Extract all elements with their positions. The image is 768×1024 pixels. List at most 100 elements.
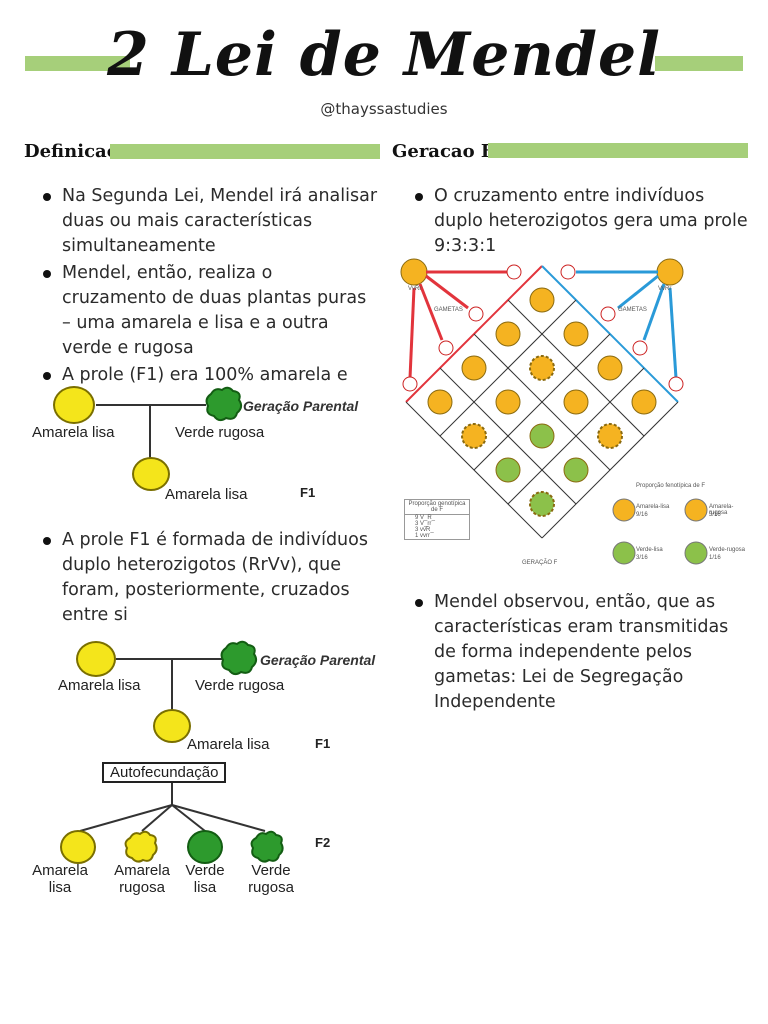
punnett-pea-icon [461,355,487,381]
offspring-line1: Amarela [114,862,170,879]
punnett-diamond-diagram: GAMETAS GAMETAS VvRr VvRr GERAÇÃO F Prop… [396,252,748,574]
punnett-pea-icon [597,355,623,381]
yellow-smooth-pea [76,641,116,677]
parent-label-right: Verde rugosa [175,424,265,441]
offspring-green-wrinkled-pea [250,830,284,863]
self-fertilization-box: Autofecundação [102,762,227,783]
offspring-label-3: Verde lisa [178,862,232,896]
phenotype-ratio: 9/16 [636,512,648,518]
f2-label: F2 [315,835,331,850]
phenotype-ratio: 3/16 [636,555,648,561]
phenotype-header: Proporção fenotípica de F [636,483,706,489]
title-bar-right [655,56,743,71]
bullet-item: Mendel observou, então, que as caracterí… [410,590,755,715]
phenotype-ratio: 1/16 [709,555,721,561]
conclusion-bullets: Mendel observou, então, que as caracterí… [410,590,755,717]
phenotype-name: Amarela-lisa [636,504,670,510]
gamete-circle [468,306,484,322]
bullet-item: O cruzamento entre indivíduos duplo hete… [410,184,750,259]
punnett-pea-icon [597,423,623,449]
parent-genotype-left: VvRr [408,286,422,292]
phenotype-name: Verde-lisa [636,547,663,553]
cross-diagram-f1: Geração Parental Amarela lisa Verde rugo… [20,380,380,505]
grid-line [439,367,577,505]
offspring-green-smooth-pea [187,830,223,864]
offspring-line1: Amarela [32,862,88,879]
author-handle: @thayssastudies [320,100,448,118]
parent-label-left: Amarela lisa [32,424,115,441]
offspring-line1: Verde [185,862,225,879]
f1-label: F1 [315,736,331,751]
diagram-lines [96,404,206,458]
genotype-row: 9 V_R_ [415,515,436,521]
f1-yellow-pea [153,709,191,743]
gametes-label-right: GAMETAS [618,307,647,313]
cross-diagram-f2: Geração Parental Amarela lisa Verde rugo… [20,635,380,905]
gamete-arrow [425,274,469,310]
offspring-line2: rugosa [248,879,294,896]
section-heading-geracao-f2: Geracao F2 [392,141,507,162]
yellow-smooth-pea [53,386,95,424]
title-bar-left [25,56,130,71]
gamete-circle [506,264,522,280]
gamete-arrow [642,283,666,341]
parent-pea-icon [400,258,428,286]
punnett-pea-icon [529,355,555,381]
grid-line [507,367,645,505]
punnett-pea-icon [495,389,521,415]
f1-label: F1 [300,485,316,500]
grid-line [541,401,679,539]
bullet-item: Mendel, então, realiza o cruzamento de d… [38,261,378,361]
section-bar-left [110,144,380,159]
section-heading-definicao: Definicao [24,141,119,162]
offspring-line2: lisa [193,879,217,896]
genotype-row: 3 V_rr [415,521,432,527]
punnett-pea-icon [427,389,453,415]
parent-pea-icon [656,258,684,286]
phenotype-name: Verde-rugosa [709,547,746,553]
page-title: 2 Lei de Mendel [107,20,661,90]
generation-parental-label: Geração Parental [260,652,376,668]
genotype-row: 3 vvR_ [415,527,434,533]
generation-parental-label: Geração Parental [243,398,359,414]
punnett-footer: GERAÇÃO F [522,560,558,566]
punnett-grid [400,258,708,565]
gamete-arrow [408,287,416,379]
gametes-label-left: GAMETAS [434,307,463,313]
gamete-circle [402,376,418,392]
gamete-arrow [418,283,444,341]
gamete-circle [560,264,576,280]
offspring-label-1: Amarela lisa [30,862,90,896]
offspring-line1: Verde [251,862,291,879]
legend-pea-icon [612,498,636,522]
child-label: Amarela lisa [187,736,270,753]
bullet-item: A prole F1 é formada de indivíduos duplo… [38,528,373,628]
green-wrinkled-pea [220,640,258,676]
green-wrinkled-pea [205,386,243,422]
child-label: Amarela lisa [165,486,248,503]
gamete-circle [668,376,684,392]
gamete-circle [438,340,454,356]
punnett-pea-icon [563,457,589,483]
grid-line [473,333,611,471]
punnett-pea-icon [461,423,487,449]
gamete-circle [600,306,616,322]
diagram-lines [79,658,266,832]
punnett-pea-icon [495,321,521,347]
gamete-circle [632,340,648,356]
punnett-pea-icon [495,457,521,483]
parent-label-left: Amarela lisa [58,677,141,694]
punnett-pea-icon [529,423,555,449]
parent-genotype-right: VvRr [658,286,672,292]
offspring-yellow-wrinkled-pea [124,830,158,863]
bullet-item: Na Segunda Lei, Mendel irá analisar duas… [38,184,378,259]
phenotype-ratio: 3/16 [709,512,721,518]
punnett-pea-icon [631,389,657,415]
offspring-label-2: Amarela rugosa [110,862,174,896]
legend-pea-icon [684,541,708,565]
gamete-arrow [617,274,659,310]
section-bar-right [488,143,748,158]
punnett-pea-icon [563,389,589,415]
f2-bullets: O cruzamento entre indivíduos duplo hete… [410,184,750,261]
gamete-arrow [668,287,678,379]
